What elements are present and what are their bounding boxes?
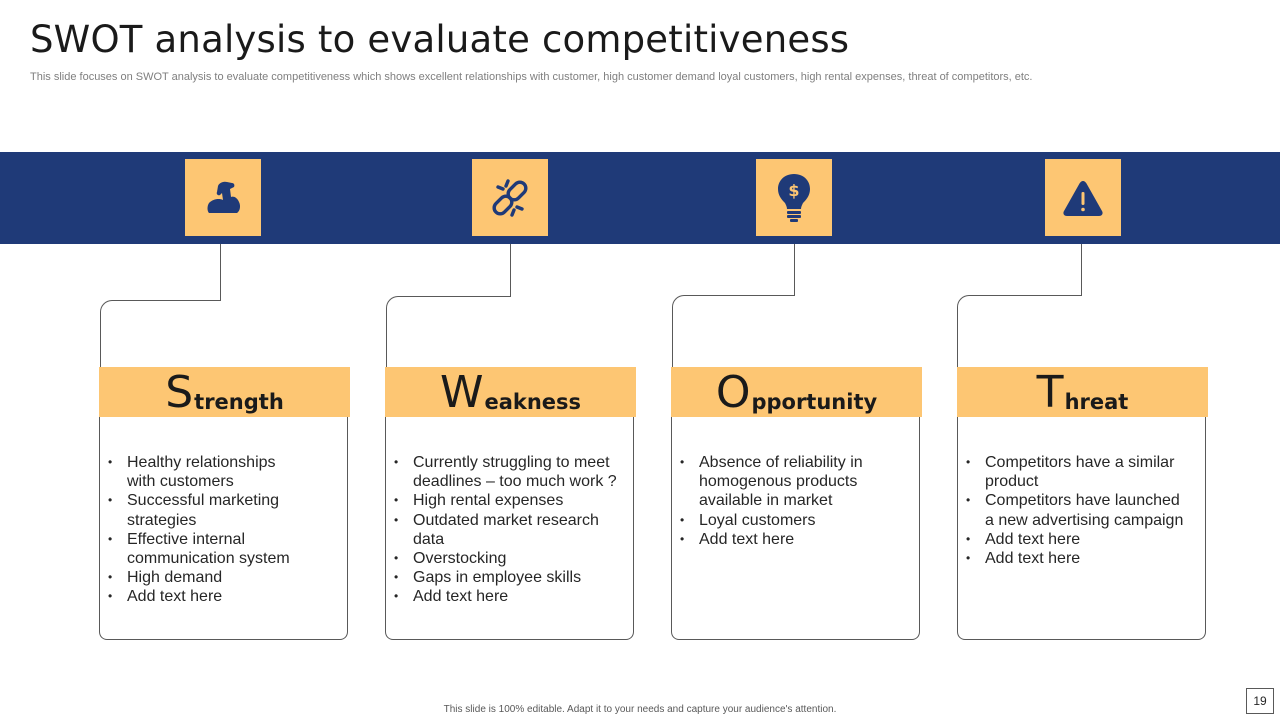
list-item: Outdated market research data: [394, 511, 626, 549]
weakness-heading-rest: eakness: [484, 390, 582, 414]
list-item: Healthy relationships with customers: [108, 453, 298, 491]
list-item: High rental expenses: [394, 491, 626, 510]
list-item: Loyal customers: [680, 511, 880, 530]
opportunity-icon-box: $: [756, 159, 832, 236]
svg-text:$: $: [788, 181, 799, 200]
strength-initial: S: [165, 367, 194, 418]
list-item: Add text here: [966, 549, 1191, 568]
flexed-arm-icon: [207, 181, 241, 213]
weakness-initial: W: [439, 367, 484, 418]
threat-icon-box: [1045, 159, 1121, 236]
list-item: Add text here: [680, 530, 880, 549]
list-item: Competitors have a similar product: [966, 453, 1191, 491]
threat-initial: T: [1036, 367, 1064, 418]
list-item: Overstocking: [394, 549, 626, 568]
opportunity-points: Absence of reliability in homogenous pro…: [680, 453, 880, 549]
list-item: Add text here: [394, 587, 626, 606]
page-number: 19: [1246, 688, 1274, 714]
slide-subtitle: This slide focuses on SWOT analysis to e…: [30, 71, 1033, 83]
list-item: Add text here: [108, 587, 298, 606]
list-item: Gaps in employee skills: [394, 568, 626, 587]
list-item: Competitors have launched a new advertis…: [966, 491, 1191, 529]
strength-heading-rest: trength: [194, 390, 284, 414]
list-item: Add text here: [966, 530, 1191, 549]
list-item: Currently struggling to meet deadlines –…: [394, 453, 626, 491]
weakness-points: Currently struggling to meet deadlines –…: [394, 453, 626, 607]
broken-link-icon: [492, 178, 528, 217]
threat-heading-rest: hreat: [1064, 390, 1129, 414]
list-item: High demand: [108, 568, 298, 587]
slide-footer: This slide is 100% editable. Adapt it to…: [443, 704, 837, 715]
strength-icon-box: [185, 159, 261, 236]
opportunity-heading-rest: pportunity: [751, 390, 878, 414]
warning-triangle-icon: [1063, 180, 1103, 216]
weakness-icon-box: [472, 159, 548, 236]
strength-points: Healthy relationships with customers Suc…: [108, 453, 298, 607]
lightbulb-dollar-icon: $: [778, 173, 810, 222]
list-item: Absence of reliability in homogenous pro…: [680, 453, 880, 511]
threat-points: Competitors have a similar product Compe…: [966, 453, 1191, 568]
slide-title: SWOT analysis to evaluate competitivenes…: [30, 18, 850, 61]
list-item: Successful marketing strategies: [108, 491, 298, 529]
list-item: Effective internal communication system: [108, 530, 298, 568]
opportunity-initial: O: [715, 367, 751, 418]
